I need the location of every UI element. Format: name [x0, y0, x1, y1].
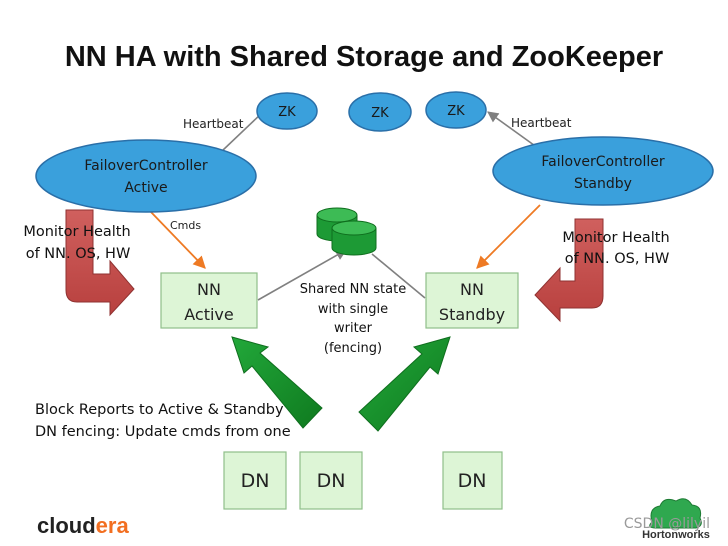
shared-storage-icon	[316, 207, 377, 256]
diagram-title: NN HA with Shared Storage and ZooKeeper	[65, 41, 663, 73]
failover-standby-line1: FailoverController	[541, 154, 664, 170]
dn-node-2: DN	[299, 451, 363, 510]
failover-active-line2: Active	[124, 180, 167, 196]
monitor-left-line2: of NN. OS, HW	[26, 246, 131, 262]
nn-standby-line1: NN	[460, 280, 484, 299]
heartbeat-line-right	[487, 111, 539, 149]
dn-node-3: DN	[442, 451, 503, 510]
dn-node-3-label: DN	[458, 470, 487, 492]
cloudera-logo: cloudera	[37, 513, 129, 538]
nn-active-line1: NN	[197, 280, 221, 299]
csdn-watermark: CSDN @lilyil	[624, 516, 710, 532]
zk-node-2-label: ZK	[371, 106, 389, 121]
active-to-storage-line	[257, 249, 347, 301]
heartbeat-label-left: Heartbeat	[183, 117, 244, 131]
hortonworks-tree-icon	[649, 498, 702, 529]
shared-state-line4: (fencing)	[324, 341, 382, 356]
block-reports-line2: DN fencing: Update cmds from one	[35, 424, 291, 440]
cmds-label: Cmds	[170, 219, 201, 232]
monitor-health-arrow-left	[65, 209, 135, 317]
cloudera-logo-prefix: cloud	[37, 513, 96, 538]
shared-state-line3: writer	[334, 321, 373, 336]
heartbeat-line-left	[221, 111, 264, 152]
failover-controller-standby: FailoverController Standby	[492, 136, 714, 206]
cloudera-logo-suffix: era	[96, 513, 130, 538]
nn-active-node: NN Active	[160, 272, 258, 329]
failover-standby-line2: Standby	[574, 176, 632, 192]
monitor-health-arrow-right	[534, 218, 604, 323]
dn-node-2-label: DN	[317, 470, 346, 492]
zk-node-1-label: ZK	[278, 105, 296, 120]
nn-active-line2: Active	[184, 305, 234, 324]
standby-to-storage-line	[371, 253, 426, 299]
dn-node-1-label: DN	[241, 470, 270, 492]
block-reports-line1: Block Reports to Active & Standby	[35, 402, 284, 418]
hortonworks-logo: Hortonworks	[642, 498, 710, 541]
failover-controller-active: FailoverController Active	[35, 139, 257, 213]
block-report-arrow-left	[231, 336, 323, 429]
nn-standby-node: NN Standby	[425, 272, 519, 329]
cmds-arrow-left	[149, 210, 206, 269]
dn-node-1: DN	[223, 451, 287, 510]
hortonworks-logo-text: Hortonworks	[642, 529, 710, 541]
monitor-right-line1: Monitor Health	[562, 230, 669, 246]
shared-state-line1: Shared NN state	[300, 282, 406, 297]
nn-standby-line2: Standby	[439, 305, 505, 324]
failover-active-line1: FailoverController	[84, 158, 207, 174]
shared-state-line2: with single	[318, 302, 388, 317]
cmds-arrow-right	[476, 204, 541, 269]
zk-node-2: ZK	[348, 92, 412, 132]
zk-node-3: ZK	[425, 91, 487, 129]
monitor-right-line2: of NN. OS, HW	[565, 251, 670, 267]
zk-node-1: ZK	[256, 92, 318, 130]
zk-node-3-label: ZK	[447, 104, 465, 119]
monitor-left-line1: Monitor Health	[23, 224, 130, 240]
block-report-arrow-right	[358, 336, 451, 432]
heartbeat-label-right: Heartbeat	[511, 116, 572, 130]
